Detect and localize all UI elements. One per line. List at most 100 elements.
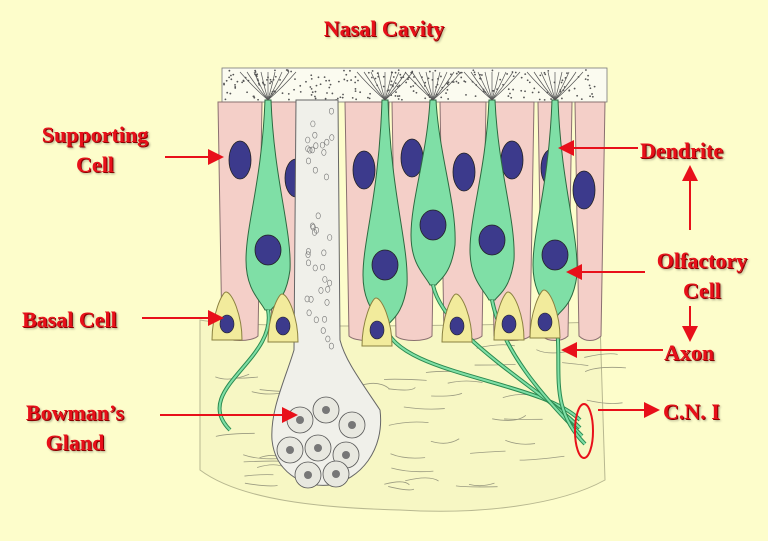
mucus-dot (397, 69, 400, 72)
cilium (356, 71, 386, 101)
cilium (470, 71, 493, 101)
label-olfactory-line1: Olfactory (656, 248, 748, 273)
cilium (267, 71, 297, 101)
duct-cell (325, 286, 331, 293)
cilium (267, 71, 276, 101)
cilium (554, 71, 570, 101)
label-dendrite: Dendrite (640, 138, 724, 163)
cilium (411, 71, 434, 101)
mucus-dot (396, 95, 399, 98)
mucus-dot (382, 85, 385, 88)
mucus-dot (224, 98, 227, 101)
mucus-dot (345, 73, 348, 76)
olfactory-cell-nucleus (254, 234, 282, 266)
fiber (388, 421, 429, 426)
mucus-dot (566, 72, 568, 75)
mucus-dot (520, 76, 523, 79)
gland-cell-nucleus (342, 451, 350, 459)
duct-cell (306, 309, 312, 317)
mucus-dot (324, 97, 327, 100)
fiber (388, 486, 415, 491)
mucus-dot (587, 74, 590, 77)
mucus-dot (274, 69, 276, 72)
mucus-dot (228, 76, 231, 79)
mucus-dot (257, 98, 259, 101)
cilium (267, 71, 290, 101)
mucus-dot (314, 97, 317, 100)
mucus-dot (400, 98, 403, 101)
mucus-dot (440, 96, 443, 99)
mucus-dot (354, 90, 357, 93)
mucus-dot (560, 81, 563, 84)
mucus-dot (533, 87, 536, 90)
nerve-bundle-marker (574, 403, 594, 459)
duct-cell (320, 327, 326, 334)
mucus-dot (230, 74, 232, 77)
fiber (519, 455, 565, 461)
mucus-dot (584, 78, 587, 81)
mucus-dot (336, 97, 339, 100)
mucus-dot (371, 70, 374, 72)
mucus-dot (539, 74, 542, 77)
mucus-dot (537, 91, 540, 94)
mucus-dot (299, 84, 302, 87)
mucus-dot (317, 76, 320, 79)
mucus-dot (254, 71, 257, 73)
cilium (526, 71, 556, 101)
olfactory-cell-nucleus (419, 209, 447, 241)
duct-cell (318, 287, 324, 294)
mucus-dot (452, 81, 455, 83)
duct-cell (322, 315, 328, 323)
mucus-dot (367, 96, 369, 99)
mucus-dot (368, 97, 371, 100)
basal-cell-nucleus (369, 320, 385, 340)
mucus-dot (428, 70, 431, 73)
mucus-dot (359, 91, 362, 94)
fiber (383, 378, 427, 381)
mucus-dot (446, 83, 449, 85)
cilium (246, 71, 269, 101)
duct-cell (312, 166, 318, 174)
cilium (463, 71, 493, 101)
mucus-dot (223, 82, 225, 85)
mucus-dot (310, 94, 313, 96)
mucus-dot (323, 76, 326, 79)
mucus-dot (455, 80, 458, 83)
mucus-dot (315, 84, 318, 87)
mucus-dot (398, 95, 401, 97)
cilium (554, 71, 584, 101)
mucus-dot (346, 79, 349, 82)
duct-cell (315, 212, 321, 220)
mucus-dot (279, 78, 281, 81)
mucus-dot (499, 78, 502, 81)
duct-cell (319, 141, 325, 149)
label-supporting-line1: Supporting (41, 122, 149, 147)
mucus-dot (329, 83, 332, 86)
olfactory-cell-body (469, 99, 515, 301)
mucus-dot (589, 95, 591, 98)
mucus-dot (354, 88, 357, 90)
duct-cell (305, 136, 311, 144)
mucus-dot (397, 98, 400, 100)
gland-cell-nucleus (296, 416, 304, 424)
gland-cell-nucleus (286, 446, 294, 454)
mucus-dot (445, 92, 447, 95)
mucus-dot (544, 73, 547, 76)
mucus-dot (274, 75, 277, 78)
mucus-dot (446, 88, 449, 91)
fiber (384, 481, 410, 486)
mucus-dot (460, 71, 463, 74)
gland-cell-nucleus (314, 444, 322, 452)
mucus-dot (229, 92, 232, 95)
cilium (239, 71, 269, 101)
fiber (244, 474, 274, 477)
mucus-dot (326, 92, 328, 94)
duct-cell (305, 248, 311, 255)
fiber (455, 485, 498, 488)
mucus-dot (309, 86, 312, 88)
mucus-dot (409, 85, 412, 88)
mucus-dot (253, 96, 256, 99)
mucus-dot (270, 80, 273, 83)
mucus-dot (328, 86, 331, 89)
duct-cell (328, 107, 334, 115)
